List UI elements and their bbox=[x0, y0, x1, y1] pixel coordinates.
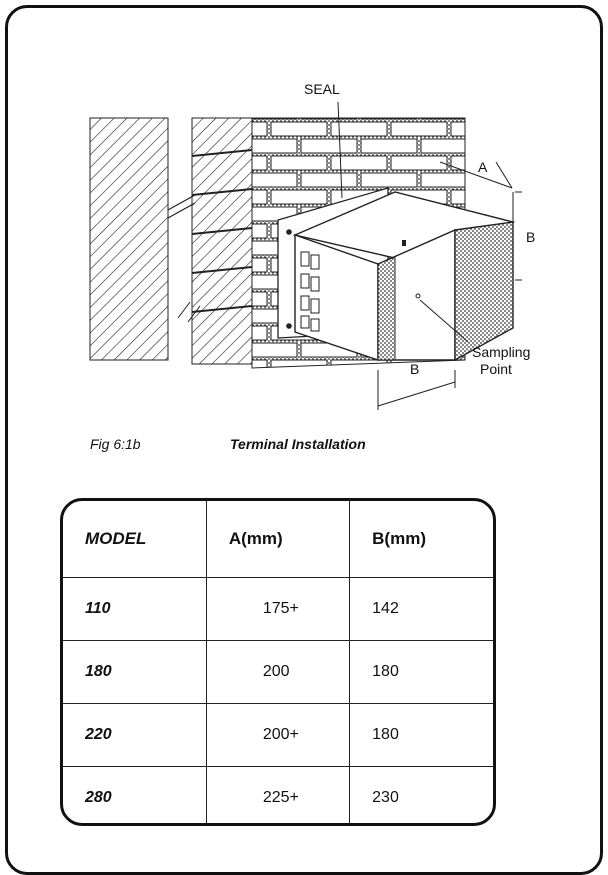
figure-title: Terminal Installation bbox=[230, 436, 366, 452]
cell-b: 230 bbox=[349, 765, 493, 823]
table-header-row: MODEL A(mm) B(mm) bbox=[63, 501, 493, 578]
dimension-a-label: A bbox=[478, 159, 488, 175]
cell-model: 220 bbox=[63, 702, 207, 767]
cell-model: 280 bbox=[63, 765, 207, 823]
dimension-b-bottom-label: B bbox=[410, 361, 419, 377]
cell-a: 200+ bbox=[205, 702, 351, 767]
seal-label: SEAL bbox=[304, 81, 340, 97]
cell-a: 175+ bbox=[205, 576, 351, 641]
dimension-b-right-label: B bbox=[526, 229, 535, 245]
terminal-drawing: SEAL A B B Sampling Point bbox=[89, 81, 535, 410]
table-row: 180 200 180 bbox=[63, 639, 493, 704]
header-model: MODEL bbox=[63, 501, 207, 578]
table-row: 220 200+ 180 bbox=[63, 702, 493, 767]
header-b: B(mm) bbox=[349, 501, 493, 578]
cell-b: 180 bbox=[349, 702, 493, 767]
figure-number: Fig 6:1b bbox=[90, 436, 141, 452]
sampling-point-label-line1: Sampling bbox=[472, 344, 530, 360]
cell-model: 110 bbox=[63, 576, 207, 641]
table-row: 110 175+ 142 bbox=[63, 576, 493, 641]
cell-b: 142 bbox=[349, 576, 493, 641]
sampling-point-label-line2: Point bbox=[480, 361, 512, 377]
terminal-installation-illustration: SEAL A B B Sampling Point bbox=[60, 70, 560, 420]
table-row: 280 225+ 230 bbox=[63, 765, 493, 823]
cell-a: 225+ bbox=[205, 765, 351, 823]
header-a: A(mm) bbox=[205, 501, 351, 578]
cell-a: 200 bbox=[205, 639, 351, 704]
cell-model: 180 bbox=[63, 639, 207, 704]
cell-b: 180 bbox=[349, 639, 493, 704]
dimensions-table: MODEL A(mm) B(mm) 110 175+ 142 180 200 1… bbox=[60, 498, 496, 826]
